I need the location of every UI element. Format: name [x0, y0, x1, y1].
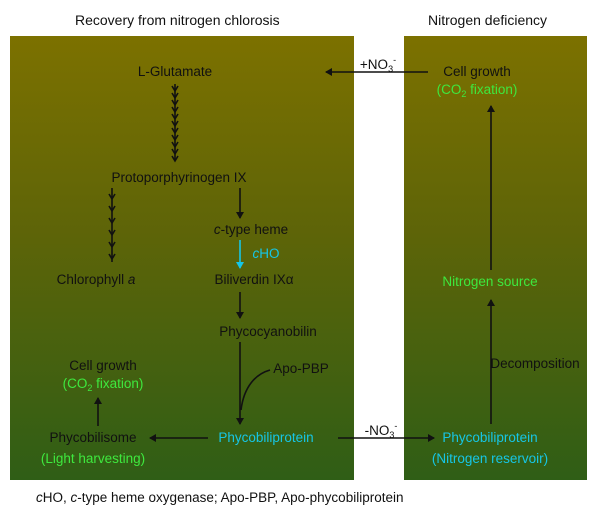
minus-no3-a: -NO — [364, 423, 390, 438]
node-chlorophyll-a: Chlorophyll a — [57, 272, 136, 288]
footnote: cHO, c-type heme oxygenase; Apo-PBP, Apo… — [36, 490, 403, 505]
node-protoporphyrinogen: Protoporphyrinogen IX — [111, 170, 247, 185]
glutamate-to-protoporphyrinogen-arrows — [171, 84, 179, 163]
plus-no3-sup: - — [393, 55, 397, 65]
co2-left-a: (CO — [62, 376, 88, 391]
label-plus-no3: +NO3- — [360, 52, 396, 77]
node-biliverdin: Biliverdin IXα — [214, 272, 294, 287]
node-phycobiliprotein-right: Phycobiliprotein — [442, 430, 538, 445]
co2-left-sub: 2 — [87, 383, 93, 393]
co2-right-b: fixation) — [466, 82, 518, 97]
cho-rest: HO — [259, 246, 280, 261]
co2-right-sub: 2 — [461, 89, 467, 99]
plus-no3-a: +NO — [359, 57, 389, 72]
chlorophyll-word: Chlorophyll — [56, 272, 128, 287]
footnote-part-b: HO, — [42, 490, 71, 505]
footnote-part-d: -type heme oxygenase; Apo-PBP, Apo-phyco… — [77, 490, 404, 505]
node-nitrogen-source: Nitrogen source — [442, 274, 538, 289]
minus-no3-sup: - — [394, 421, 398, 431]
node-phycobiliprotein-left: Phycobiliprotein — [218, 430, 314, 445]
enzyme-cho: cHO — [253, 246, 280, 262]
node-light-harvesting: (Light harvesting) — [40, 451, 146, 466]
node-nitrogen-reservoir: (Nitrogen reservoir) — [431, 451, 549, 466]
chlorophyll-italic-a: a — [127, 272, 136, 287]
node-phycobilisome: Phycobilisome — [49, 430, 137, 445]
right-panel — [404, 36, 587, 480]
left-panel-title: Recovery from nitrogen chlorosis — [75, 12, 280, 28]
protoporphyrinogen-to-chlorophyll-arrows — [108, 188, 116, 262]
co2-left-b: fixation) — [92, 376, 144, 391]
node-phycocyanobilin: Phycocyanobilin — [219, 324, 317, 339]
footnote-italic-c1: c — [36, 490, 43, 505]
cho-italic-c: c — [252, 246, 260, 261]
minus-no3-sub: 3 — [389, 430, 395, 440]
node-cell-growth-right: Cell growth — [443, 64, 511, 79]
node-l-glutamate: L-Glutamate — [137, 64, 213, 79]
label-decomposition: Decomposition — [490, 356, 580, 371]
co2-right-a: (CO — [436, 82, 462, 97]
node-co2-fixation-left: (CO2 fixation) — [63, 376, 144, 396]
left-panel — [10, 36, 354, 480]
right-panel-title: Nitrogen deficiency — [428, 12, 548, 28]
node-cell-growth-left: Cell growth — [69, 358, 137, 373]
apo-pbp-join-curve — [240, 369, 271, 411]
node-apo-pbp: Apo-PBP — [273, 361, 329, 376]
node-co2-fixation-right: (CO2 fixation) — [437, 82, 518, 102]
plus-no3-sub: 3 — [388, 64, 394, 74]
label-minus-no3: -NO3- — [365, 418, 398, 443]
c-type-heme-rest: -type heme — [220, 222, 289, 237]
footnote-italic-c2: c — [70, 490, 78, 505]
c-type-heme-italic-c: c — [213, 222, 221, 237]
node-c-type-heme: c-type heme — [214, 222, 288, 238]
